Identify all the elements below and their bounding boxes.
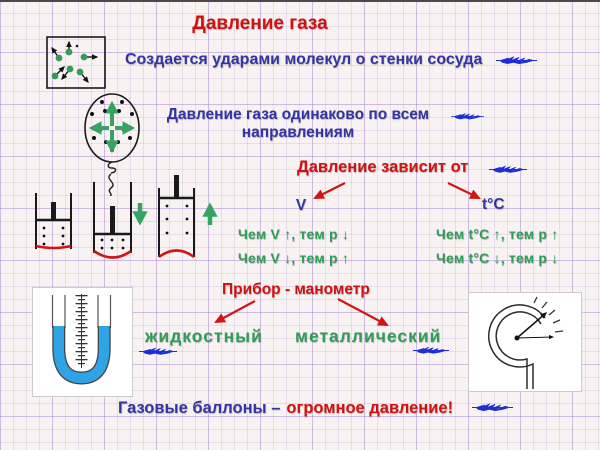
liquid-manometer-figure bbox=[32, 287, 133, 397]
footer-red-text: огромное давление! bbox=[286, 399, 454, 417]
relation-volume-up: Чем V ↑, тем p ↓ bbox=[238, 226, 350, 242]
relation-temp-up: Чем t°C ↑, тем p ↑ bbox=[436, 226, 559, 242]
balloon-figure bbox=[84, 93, 140, 196]
relation-volume-down: Чем V ↓, тем p ↑ bbox=[238, 250, 350, 266]
slide-title: Давление газа bbox=[192, 13, 328, 34]
device-type-metal: металлический bbox=[295, 326, 442, 346]
branch-volume-label: V bbox=[295, 197, 307, 214]
piston-cylinders-figure bbox=[35, 175, 218, 259]
molecule-box-figure bbox=[46, 36, 106, 89]
device-type-liquid: жидкостный bbox=[145, 326, 263, 346]
device-heading: Прибор - манометр bbox=[222, 281, 370, 298]
scribble-icon bbox=[139, 345, 177, 358]
statement-directions-line1: Давление газа одинаково по всем bbox=[166, 106, 430, 123]
statement-molecules: Создается ударами молекул о стенки сосуд… bbox=[125, 51, 483, 68]
footer-statement: Газовые баллоны – огромное давление! bbox=[118, 399, 453, 418]
statement-directions-line2: направлениям bbox=[241, 124, 355, 141]
scribble-icon bbox=[451, 110, 484, 123]
relation-temp-down: Чем t°C ↓, тем p ↓ bbox=[436, 250, 559, 266]
metal-manometer-figure bbox=[468, 292, 582, 392]
scribble-icon bbox=[489, 163, 527, 176]
scribble-icon bbox=[413, 344, 449, 357]
statement-depends: Давление зависит от bbox=[297, 158, 469, 176]
branch-temperature-label: t°C bbox=[482, 196, 505, 213]
statement-directions: Давление газа одинаково по всем направле… bbox=[160, 106, 436, 142]
scribble-icon bbox=[496, 54, 537, 67]
scribble-icon bbox=[472, 401, 513, 414]
footer-blue-text: Газовые баллоны – bbox=[118, 399, 281, 417]
